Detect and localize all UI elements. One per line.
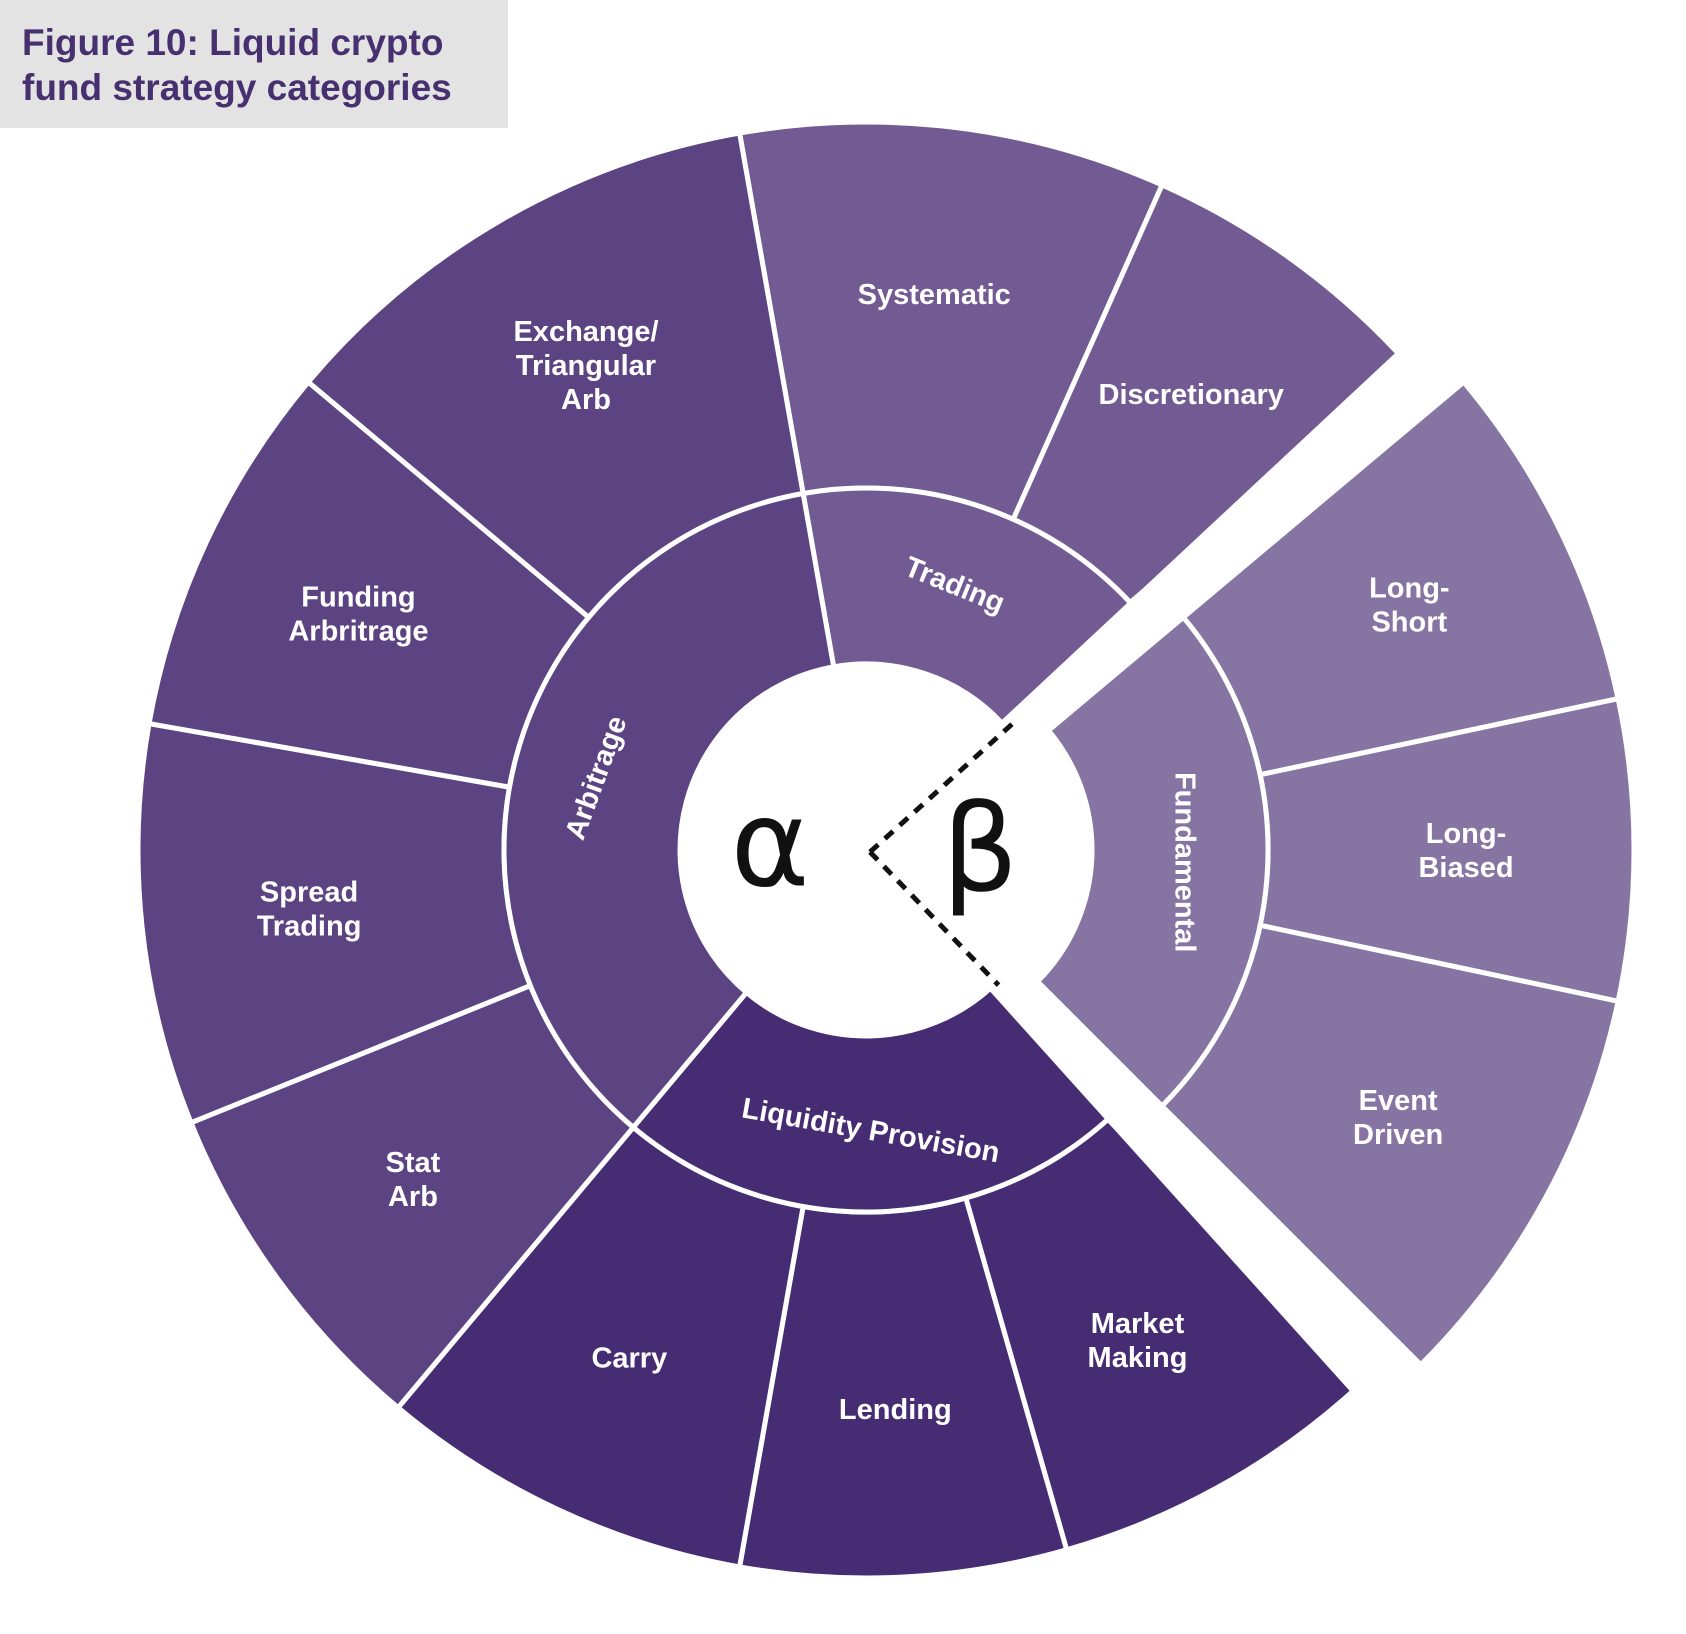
strategy-ring: [135, 119, 1637, 1581]
sector-liquidity-provision: [394, 1115, 1357, 1581]
strategy-label-discretionary: Discretionary: [1099, 379, 1284, 411]
strategy-label-carry: Carry: [591, 1343, 667, 1375]
title-box: Figure 10: Liquid crypto fund strategy c…: [0, 0, 508, 128]
strategy-label-long-short: Long-Short: [1369, 573, 1450, 639]
category-fundamental: [1033, 613, 1271, 1110]
category-ring: [501, 485, 1271, 1215]
alpha-symbol: α: [730, 776, 809, 915]
figure-title: Figure 10: Liquid crypto fund strategy c…: [22, 22, 452, 108]
strategy-label-long-biased: Long-Biased: [1418, 818, 1513, 884]
sector-fundamental: [1158, 378, 1637, 1369]
group-gap: [975, 965, 1413, 1405]
dashed-divider-line: [868, 719, 1017, 854]
strategy-label-systematic: Systematic: [858, 279, 1011, 311]
group-gap: [986, 341, 1458, 747]
category-label-fundamental: Fundamental: [1169, 772, 1201, 952]
category-segment-fundamental: [1033, 613, 1271, 1110]
alpha-beta-divider: [868, 719, 1017, 987]
beta-symbol: β: [942, 781, 1019, 920]
strategy-label-lending: Lending: [839, 1394, 952, 1426]
dashed-divider-line: [868, 850, 1001, 987]
sector-arbitrage: [135, 130, 807, 1412]
